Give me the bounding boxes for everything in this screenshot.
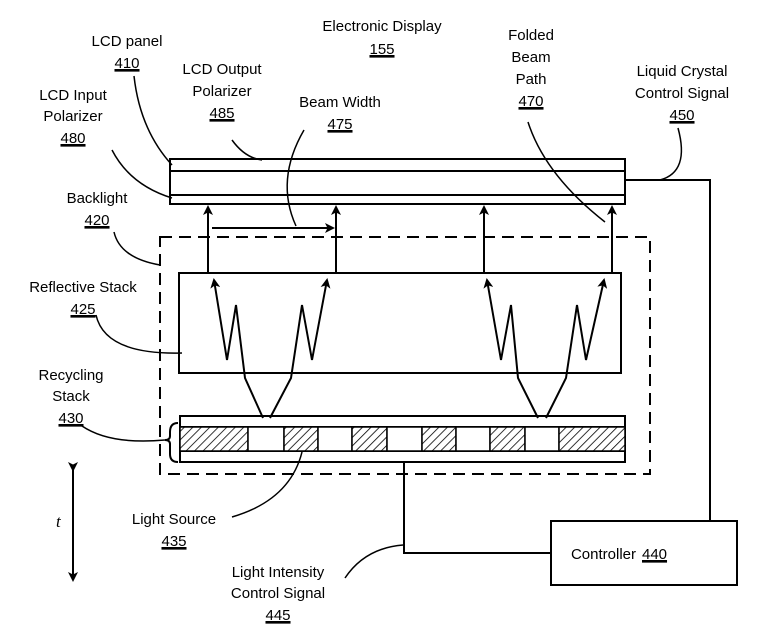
folded-beam-path-text: Folded (508, 27, 554, 44)
label-folded-beam-path: Folded Beam Path 470 (508, 27, 554, 110)
folded-beam-left-2 (269, 278, 331, 419)
light-intensity-text: Light Intensity (232, 564, 325, 581)
lcd-output-polarizer-text: Polarizer (192, 83, 251, 100)
time-axis-label: t (56, 512, 62, 531)
light-source-text: Light Source (132, 511, 216, 528)
folded-beam-path-text: Path (516, 71, 547, 88)
light-emitter-segment (524, 426, 560, 452)
beam-paths-right (479, 205, 617, 419)
folded-beam-path-text: Beam (511, 49, 550, 66)
light-intensity-number: 445 (265, 607, 290, 624)
leader-lc-control-signal (659, 127, 683, 181)
reflective-stack-text: Reflective Stack (29, 279, 137, 296)
liquid-crystal-control-wire (625, 179, 711, 521)
leader-lines (81, 75, 683, 579)
lcd-panel-frame (169, 158, 626, 205)
light-emitter-segment (455, 426, 491, 452)
label-recycling-stack: Recycling Stack 430 (38, 367, 103, 427)
electronic-display-text: Electronic Display (322, 18, 442, 35)
light-intensity-control-wire (403, 462, 551, 554)
label-backlight: Backlight 420 (67, 190, 129, 229)
beam-width-text: Beam Width (299, 94, 381, 111)
label-lc-control-signal: Liquid Crystal Control Signal 450 (635, 63, 729, 124)
lcd-panel-text: LCD panel (92, 33, 163, 50)
controller-number: 440 (642, 546, 667, 563)
folded-beam-right-1 (483, 278, 539, 419)
lcd-output-polarizer-number: 485 (209, 105, 234, 122)
backlight-text: Backlight (67, 190, 129, 207)
label-lcd-output-polarizer: LCD Output Polarizer 485 (182, 61, 262, 122)
label-beam-width: Beam Width 475 (299, 94, 381, 133)
folded-beam-right-2 (545, 278, 608, 419)
leader-backlight (113, 231, 161, 266)
light-emitter-segment (247, 426, 285, 452)
label-controller: Controller 440 (571, 546, 668, 563)
lc-control-signal-text: Liquid Crystal (637, 63, 728, 80)
light-emitter-segment (386, 426, 423, 452)
light-emitter-segment (317, 426, 353, 452)
hatched-segment (558, 426, 626, 452)
recycling-stack (179, 415, 626, 463)
hatched-segment (179, 426, 249, 452)
hatched-segment (351, 426, 388, 452)
folded-beam-left-1 (210, 278, 264, 419)
light-intensity-text: Control Signal (231, 585, 325, 602)
recycling-stack-text: Stack (52, 388, 90, 405)
hatched-segment (283, 426, 319, 452)
reflective-stack-box (178, 272, 622, 374)
backlight-number: 420 (84, 212, 109, 229)
reflective-stack-number: 425 (70, 301, 95, 318)
label-reflective-stack: Reflective Stack 425 (29, 279, 137, 318)
beam-paths-left (203, 205, 341, 419)
lcd-input-polarizer-text: LCD Input (39, 87, 107, 104)
beam-width-number: 475 (327, 116, 352, 133)
leader-folded-beam-path (527, 121, 606, 223)
leader-beam-width (286, 129, 305, 227)
lc-control-signal-number: 450 (669, 107, 694, 124)
lc-control-signal-text: Control Signal (635, 85, 729, 102)
controller-text: Controller (571, 546, 636, 563)
electronic-display-number: 155 (369, 41, 394, 58)
hatched-segment (489, 426, 526, 452)
label-light-intensity-signal: Light Intensity Control Signal 445 (231, 564, 325, 624)
leader-lcd-panel (133, 75, 173, 166)
leader-recycling-stack (81, 425, 166, 442)
leader-lcd-output-polarizer (231, 139, 263, 161)
label-light-source: Light Source 435 (132, 511, 216, 550)
recycling-stack-number: 430 (58, 410, 83, 427)
leader-light-intensity (344, 544, 404, 579)
label-electronic-display: Electronic Display 155 (322, 18, 442, 58)
folded-beam-path-number: 470 (518, 93, 543, 110)
light-source-number: 435 (161, 533, 186, 550)
lcd-output-polarizer-text: LCD Output (182, 61, 262, 78)
hatched-segment (421, 426, 457, 452)
leader-lcd-input-polarizer (111, 149, 173, 199)
label-lcd-panel: LCD panel 410 (92, 33, 163, 72)
recycling-stack-text: Recycling (38, 367, 103, 384)
label-lcd-input-polarizer: LCD Input Polarizer 480 (39, 87, 107, 147)
lcd-panel (169, 158, 626, 205)
lcd-panel-number: 410 (114, 55, 139, 72)
leader-light-source (231, 451, 303, 518)
lcd-input-polarizer-number: 480 (60, 130, 85, 147)
leader-reflective-stack (95, 314, 183, 354)
recycling-stack-brace (164, 422, 179, 463)
lcd-input-polarizer-text: Polarizer (43, 108, 102, 125)
